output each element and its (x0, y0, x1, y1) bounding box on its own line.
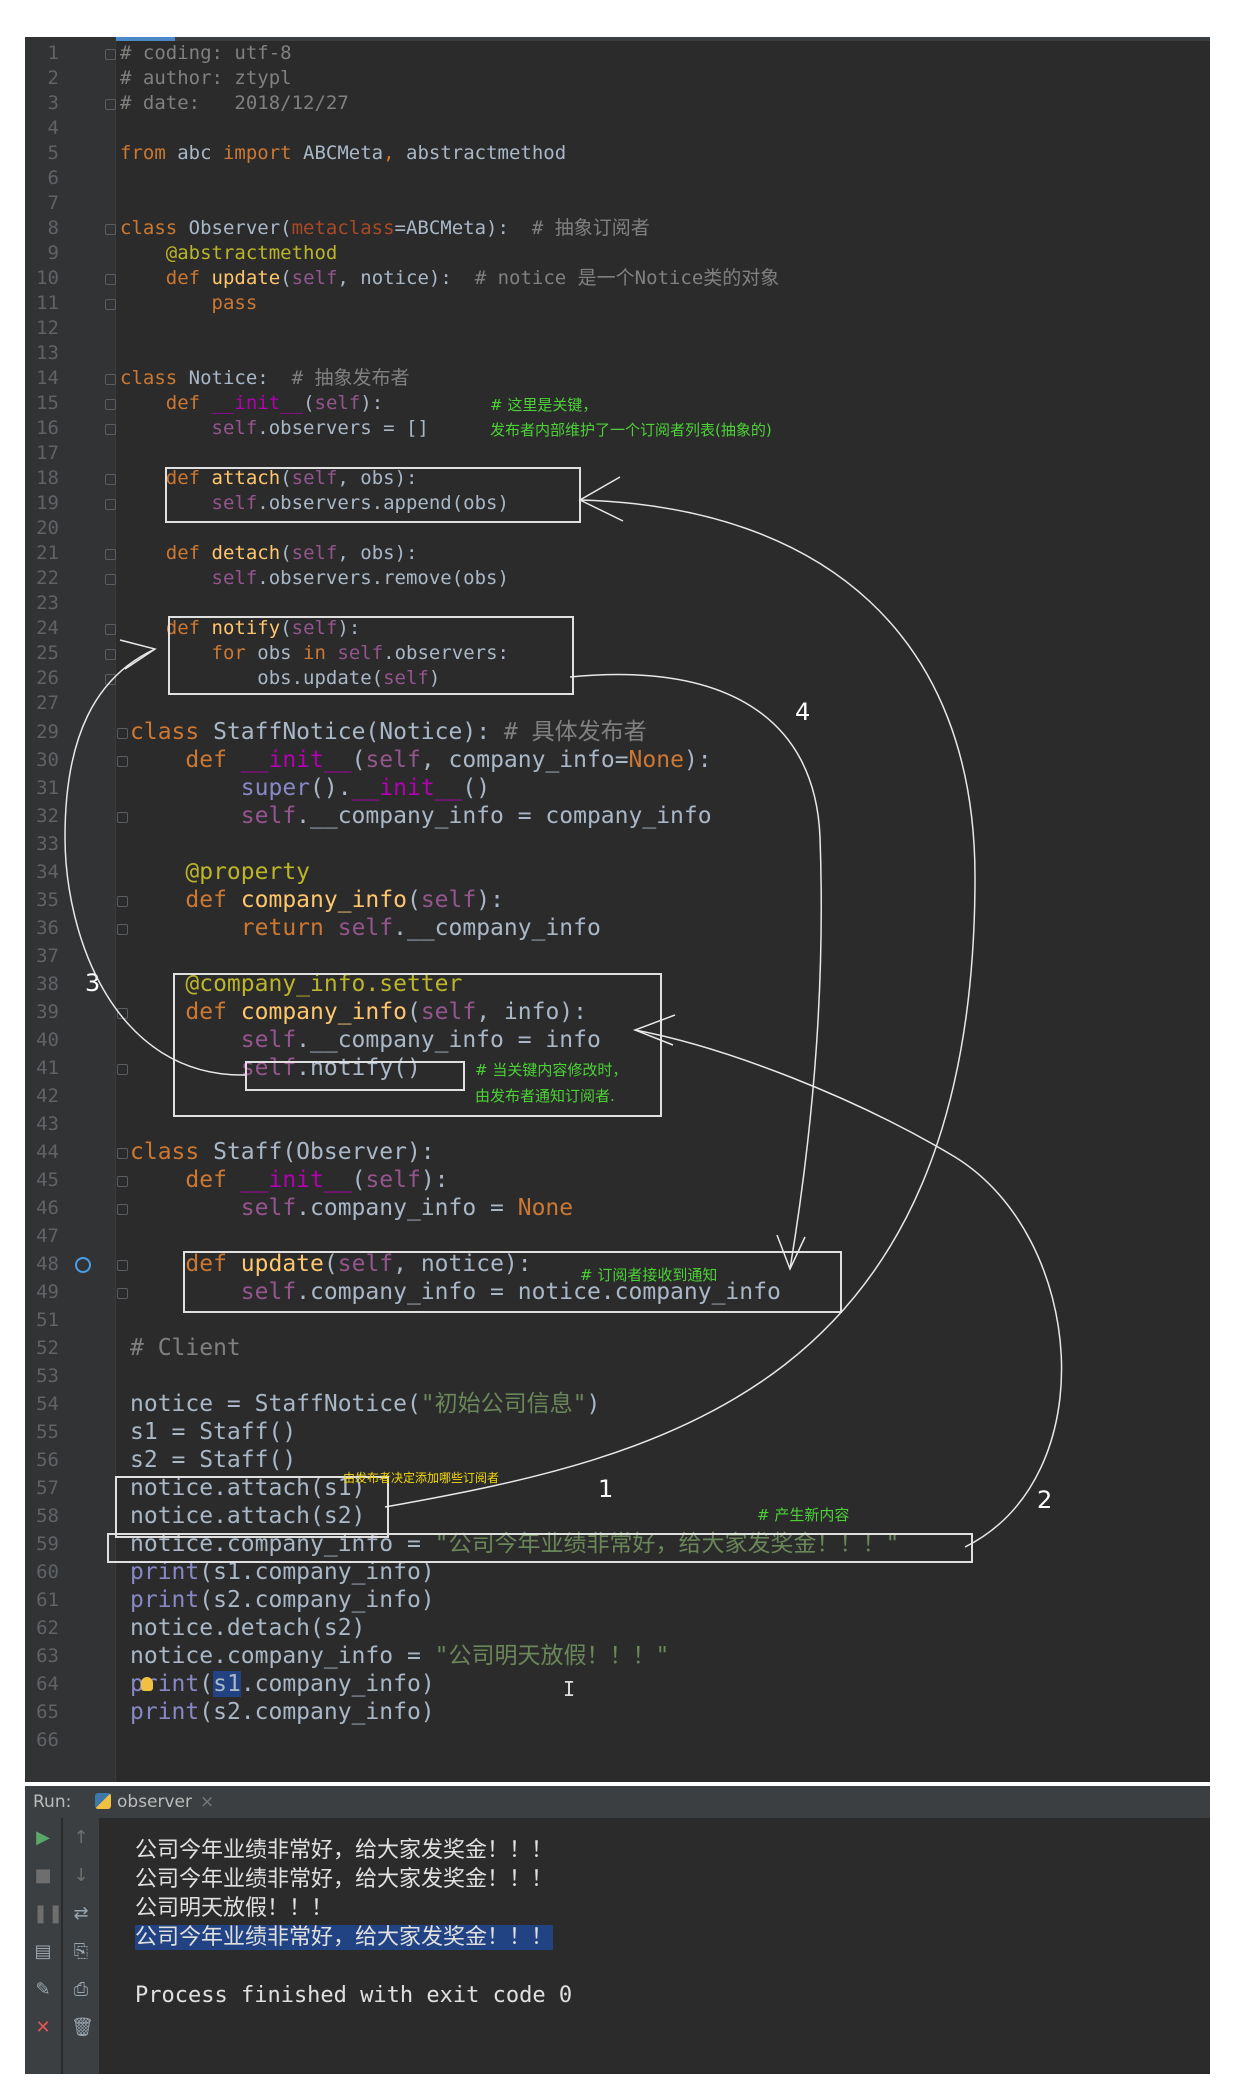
run-panel: Run: observer× ▶ ■ ❚❚ ▤ ✎ ✕ ↑ ↓ ⇄ ⎘ ⎙ 🗑 … (25, 1786, 1210, 2074)
exit-message: Process finished with exit code 0 (135, 1983, 573, 2008)
run-header: Run: observer × (25, 1786, 1210, 1818)
run-icon[interactable]: ▶ (36, 1827, 50, 1848)
attach-method-box (165, 467, 581, 523)
self-notify-box (245, 1061, 465, 1091)
python-file-icon (95, 1793, 111, 1809)
run-tab-label: observer (117, 1792, 193, 1812)
arrow-4-update (569, 673, 822, 1270)
annotation-key: # 这里是关键， (490, 396, 598, 414)
fold-marker-icon[interactable] (105, 649, 116, 660)
code-editor[interactable]: 1# coding: utf-8 2# author: ztypl 3# dat… (25, 37, 1210, 1782)
marker-1: 1 (598, 1475, 614, 1503)
rerun-icon[interactable]: ⇄ (73, 1903, 89, 1924)
output-line: 公司今年业绩非常好，给大家发奖金！！！ (135, 1867, 554, 1892)
trash-icon[interactable]: 🗑 (71, 2017, 94, 2038)
fold-marker-icon[interactable] (117, 1288, 128, 1299)
fold-marker-icon[interactable] (105, 274, 116, 285)
fold-marker-icon[interactable] (105, 674, 116, 685)
fold-marker-icon[interactable] (105, 549, 116, 560)
annotation-notify-detail: 由发布者通知订阅者. (475, 1087, 615, 1105)
override-marker-icon[interactable] (75, 1257, 91, 1273)
fold-marker-icon[interactable] (117, 1260, 128, 1271)
gutter-separator (115, 37, 116, 1782)
fold-marker-icon[interactable] (105, 624, 116, 635)
fold-marker-icon[interactable] (117, 1204, 128, 1215)
stop-icon[interactable]: ■ (34, 1865, 52, 1886)
annotation-attach: 由发布者决定添加哪些订阅者 (343, 1471, 500, 1485)
layout-icon[interactable]: ▤ (34, 1941, 52, 1962)
arrow-2-setter (634, 1029, 1063, 1548)
close-icon[interactable]: × (200, 1792, 215, 1812)
pause-icon[interactable]: ❚❚ (33, 1903, 64, 1924)
update-method-box (183, 1251, 842, 1313)
scroll-up-icon[interactable]: ↑ (73, 1827, 89, 1848)
fold-marker-icon[interactable] (105, 474, 116, 485)
annotation-update: # 订阅者接收到通知 (580, 1266, 718, 1284)
arrow-3-head (119, 639, 157, 670)
marker-2: 2 (1037, 1486, 1053, 1514)
fold-marker-icon[interactable] (117, 1148, 128, 1159)
company-info-assignment-box (107, 1533, 973, 1563)
fold-marker-icon[interactable] (105, 299, 116, 310)
annotation-notify: # 当关键内容修改时， (475, 1061, 628, 1079)
export-icon[interactable]: ⎘ (73, 1941, 89, 1962)
arrow-4-head (776, 1234, 806, 1271)
pin-icon[interactable]: ✎ (35, 1979, 51, 2000)
fold-marker-icon[interactable] (105, 49, 116, 60)
fold-marker-icon[interactable] (105, 574, 116, 585)
annotation-key-detail: 发布者内部维护了一个订阅者列表(抽象的) (490, 421, 772, 439)
output-line: 公司今年业绩非常好，给大家发奖金！！！ (135, 1838, 554, 1863)
setter-method-box (173, 973, 662, 1117)
fold-marker-icon[interactable] (105, 424, 116, 435)
run-label: Run: (33, 1792, 72, 1812)
arrow-1-head (578, 476, 624, 522)
print-icon[interactable]: ⎙ (73, 1979, 89, 2000)
run-tab-observer[interactable]: observer × (95, 1792, 214, 1812)
arrow-1-attach (384, 499, 976, 1508)
line-number-gutter (25, 37, 115, 1782)
text-cursor-icon: I (563, 1677, 576, 1701)
arrow-2-head (632, 1014, 676, 1046)
lightbulb-icon[interactable] (141, 1677, 153, 1691)
run-toolbar-left: ▶ ■ ❚❚ ▤ ✎ ✕ (25, 1818, 64, 2074)
fold-marker-icon[interactable] (117, 1176, 128, 1187)
fold-marker-icon[interactable] (105, 224, 116, 235)
fold-marker-icon[interactable] (117, 924, 128, 935)
console-output[interactable]: 公司今年业绩非常好，给大家发奖金！！！ 公司今年业绩非常好，给大家发奖金！！！ … (135, 1836, 572, 2010)
output-line-selected: 公司今年业绩非常好，给大家发奖金！！！ (135, 1925, 554, 1950)
notify-method-box (168, 616, 574, 695)
arrow-3-notify (64, 648, 246, 1076)
fold-marker-icon[interactable] (117, 812, 128, 823)
flow-arrows (64, 476, 1063, 1548)
fold-marker-icon[interactable] (117, 1064, 128, 1075)
annotation-new-content: # 产生新内容 (757, 1506, 850, 1524)
fold-marker-icon[interactable] (117, 896, 128, 907)
run-toolbar-right: ↑ ↓ ⇄ ⎘ ⎙ 🗑 (63, 1818, 99, 2074)
fold-marker-icon[interactable] (105, 374, 116, 385)
fold-marker-icon[interactable] (117, 728, 128, 739)
fold-marker-icon[interactable] (105, 499, 116, 510)
scroll-down-icon[interactable]: ↓ (73, 1865, 89, 1886)
fold-marker-icon[interactable] (105, 99, 116, 110)
close-run-icon[interactable]: ✕ (35, 2017, 51, 2038)
fold-marker-icon[interactable] (105, 399, 116, 410)
output-line: 公司明天放假！！！ (135, 1896, 334, 1921)
fold-marker-icon[interactable] (117, 756, 128, 767)
marker-4: 4 (795, 698, 811, 726)
